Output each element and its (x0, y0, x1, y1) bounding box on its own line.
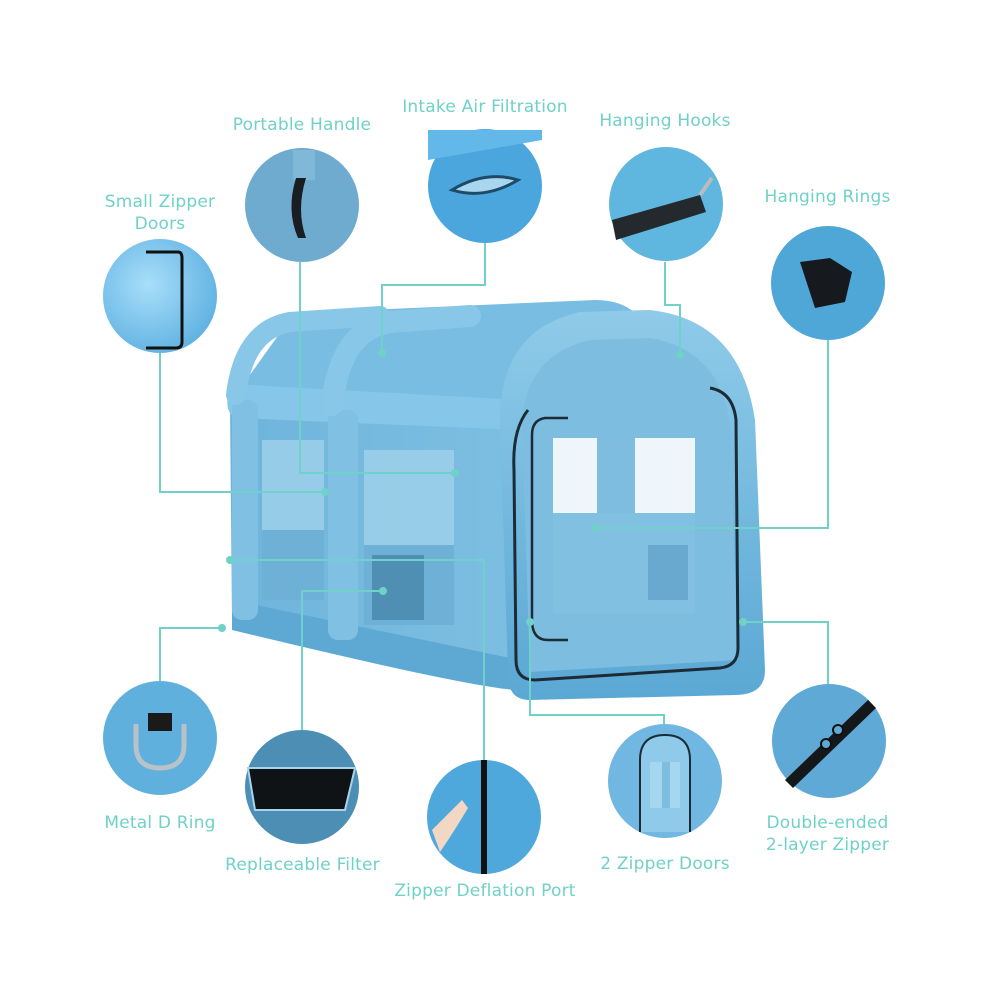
label-line: 2 Zipper Doors (600, 854, 730, 874)
label-metal-d-ring: Metal D Ring (95, 812, 225, 834)
double-ended-zipper-detail (772, 684, 886, 798)
label-line: Zipper Deflation Port (394, 881, 576, 901)
label-line: Hanging Hooks (599, 111, 731, 131)
zipper-deflation-port-detail (427, 760, 541, 874)
tent-body (226, 300, 765, 700)
label-line: Doors (134, 214, 186, 234)
label-line: Metal D Ring (104, 813, 216, 833)
label-line: Hanging Rings (764, 187, 891, 207)
label-line: Small Zipper (104, 192, 216, 212)
label-line: Portable Handle (232, 115, 372, 135)
intake-air-filtration-detail (428, 129, 542, 243)
connector-lines (159, 232, 829, 767)
connector-dots (218, 349, 747, 632)
label-replaceable-filter: Replaceable Filter (215, 854, 390, 876)
label-hanging-rings: Hanging Rings (755, 186, 900, 208)
label-2-zipper-doors: 2 Zipper Doors (595, 853, 735, 875)
hanging-rings-detail (771, 226, 885, 340)
label-zipper-deflation-port: Zipper Deflation Port (380, 880, 590, 902)
label-line: Replaceable Filter (225, 855, 380, 875)
label-line: Intake Air Filtration (402, 97, 568, 117)
label-hanging-hooks: Hanging Hooks (590, 110, 740, 132)
label-double-ended-zipper: Double-ended 2-layer Zipper (755, 812, 900, 856)
metal-d-ring-detail (103, 681, 217, 795)
2-zipper-doors-detail (608, 724, 722, 838)
label-line: Double-ended (766, 813, 889, 833)
label-line: 2-layer Zipper (765, 835, 890, 855)
replaceable-filter-detail (245, 730, 359, 844)
label-small-zipper-doors: Small Zipper Doors (95, 191, 225, 235)
small-zipper-doors-detail (103, 239, 217, 353)
portable-handle-detail (245, 148, 359, 262)
label-portable-handle: Portable Handle (222, 114, 382, 136)
hanging-hooks-detail (609, 147, 723, 261)
label-intake-air-filtration: Intake Air Filtration (390, 96, 580, 118)
